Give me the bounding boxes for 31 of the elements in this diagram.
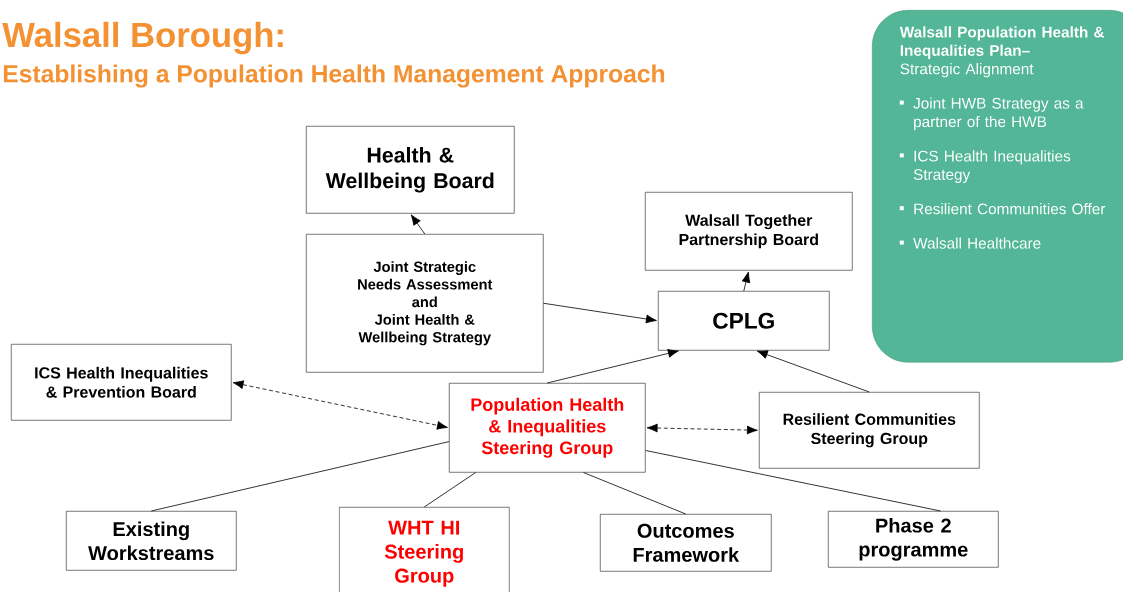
text-panel xyxy=(872,10,1123,363)
box: Phase 2 programme xyxy=(828,511,999,568)
bullet-item: ICS Health Inequalities Strategy xyxy=(899,150,1071,183)
box: Resilient Communities Steering Group xyxy=(759,392,980,469)
arrow xyxy=(756,350,870,393)
box: Health & Wellbeing Board xyxy=(306,126,515,214)
panel-subheading: Strategic Alignment xyxy=(900,63,1034,78)
bullet-item: Resilient Communities Offer xyxy=(899,203,1106,215)
panel-heading: Walsall Population Health & Inequalities Plan– xyxy=(899,26,1105,59)
bullet-item: Walsall Healthcare xyxy=(899,237,1041,249)
box: Population Health & Inequalities Steering Group xyxy=(449,383,646,473)
box: Outcomes Framework xyxy=(600,514,772,572)
arrow xyxy=(741,271,751,292)
box: WHT HI Steering Group xyxy=(339,507,510,592)
arrow xyxy=(546,349,679,384)
arrow xyxy=(410,214,426,235)
arrow xyxy=(646,423,758,435)
connector xyxy=(583,472,687,515)
box: Existing Workstreams xyxy=(66,511,237,571)
box: Walsall Together Partnership Board xyxy=(645,192,853,271)
arrow xyxy=(232,380,448,430)
title: Walsall Borough: xyxy=(2,21,283,55)
box: CPLG xyxy=(658,291,830,351)
box: ICS Health Inequalities & Prevention Board xyxy=(11,344,232,421)
connector xyxy=(645,450,941,512)
subtitle: Establishing a Population Health Management Approach xyxy=(3,64,665,88)
connector xyxy=(423,472,477,508)
connector xyxy=(150,441,450,512)
arrow xyxy=(543,302,657,324)
box: Joint Strategic Needs Assessment and Joint Health & Wellbeing Strategy xyxy=(306,234,544,373)
bullet-item: Joint HWB Strategy as a partner of the HWB xyxy=(899,97,1084,131)
